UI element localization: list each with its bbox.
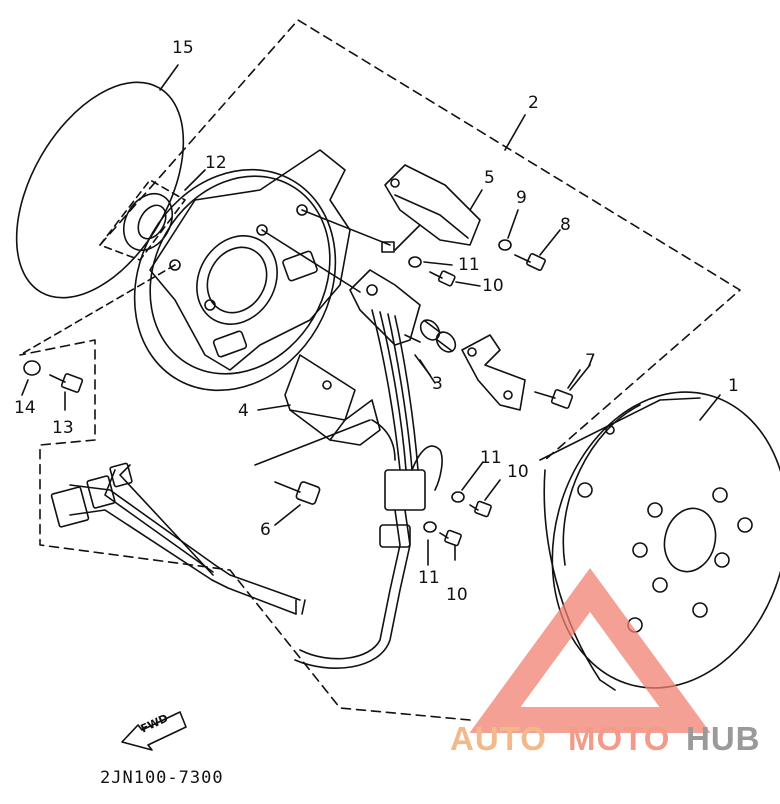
- watermark-moto: MOTO: [568, 720, 671, 757]
- washer-14: [23, 360, 41, 376]
- watermark-triangle: [469, 567, 711, 733]
- assembly-dashed-outline: [19, 19, 741, 721]
- stator-plate: [133, 149, 351, 392]
- callout-11-a: 11: [458, 255, 480, 275]
- callout-3: 3: [432, 374, 443, 394]
- wire-connectors: [50, 462, 133, 528]
- watermark-auto: AUTO: [450, 720, 547, 757]
- callout-10-b: 10: [507, 462, 529, 482]
- flywheel-rotor: [539, 391, 780, 691]
- callout-11-c: 11: [418, 568, 440, 588]
- washer-11-a: [408, 256, 422, 268]
- callout-10-c: 10: [446, 585, 468, 605]
- callout-8: 8: [560, 215, 571, 235]
- callout-15: 15: [172, 38, 194, 58]
- cdi-module: [284, 354, 396, 461]
- pickup-coil: [381, 164, 481, 253]
- bolt-6: [254, 419, 371, 526]
- callout-14: 14: [14, 398, 36, 418]
- fwd-arrow: [121, 711, 187, 751]
- dashed-group-box: [99, 179, 186, 261]
- callout-2: 2: [528, 93, 539, 113]
- bolt-10-b: [469, 479, 501, 518]
- bracket-plate: [461, 334, 526, 411]
- part-number: 2JN100-7300: [100, 768, 224, 788]
- washer-9: [498, 239, 512, 251]
- bolt-8: [514, 229, 561, 271]
- washer-11-b: [451, 491, 465, 503]
- callout-10-a: 10: [482, 276, 504, 296]
- small-collar: [419, 319, 457, 353]
- washer-11-c: [423, 521, 437, 533]
- callout-1: 1: [728, 376, 739, 396]
- callout-9: 9: [516, 188, 527, 208]
- callout-7: 7: [585, 351, 596, 371]
- bolt-10-c: [439, 529, 462, 561]
- callout-13: 13: [52, 418, 74, 438]
- bolt-13: [49, 373, 84, 411]
- callout-5: 5: [484, 168, 495, 188]
- watermark-hub: HUB: [686, 720, 761, 757]
- oil-seal: [122, 169, 206, 252]
- callout-4: 4: [238, 401, 249, 421]
- watermark-logo: AUTO MOTO HUB: [450, 720, 780, 764]
- callout-11-b: 11: [480, 448, 502, 468]
- callout-6: 6: [260, 520, 271, 540]
- bolt-10-a: [429, 270, 481, 287]
- bolt-7: [534, 364, 591, 409]
- callout-12: 12: [205, 153, 227, 173]
- wire-harness: [69, 309, 443, 669]
